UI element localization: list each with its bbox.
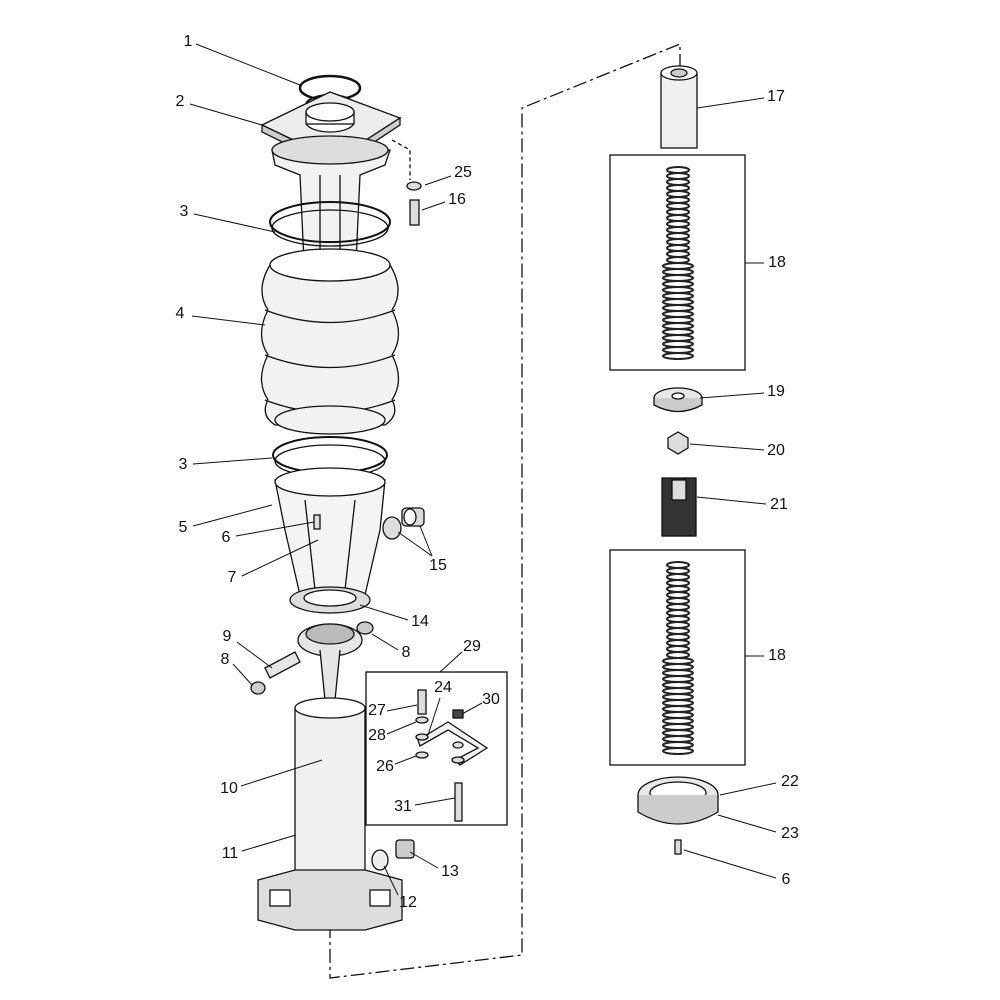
callout-3-upper[interactable]: 3 — [179, 203, 189, 220]
callout-12[interactable]: 12 — [399, 894, 417, 911]
plug-part-8-right — [356, 621, 374, 635]
spring-upper — [662, 166, 694, 360]
callout-8-left[interactable]: 8 — [220, 651, 230, 668]
callout-13[interactable]: 13 — [441, 863, 459, 880]
lower-housing-part-5 — [274, 467, 386, 596]
callout-9[interactable]: 9 — [222, 628, 232, 645]
callout-29[interactable]: 29 — [463, 638, 481, 655]
callout-6-right[interactable]: 6 — [781, 871, 791, 888]
callout-10[interactable]: 10 — [220, 780, 238, 797]
callout-19[interactable]: 19 — [767, 383, 785, 400]
base-flange-part-14 — [289, 586, 371, 614]
nut-part-20 — [667, 431, 689, 455]
callout-25[interactable]: 25 — [454, 164, 472, 181]
screw-part-6-left — [313, 514, 321, 530]
nut-part-30 — [452, 709, 464, 719]
callout-5[interactable]: 5 — [178, 519, 188, 536]
washer-part-12 — [371, 849, 389, 871]
callout-15[interactable]: 15 — [429, 557, 447, 574]
bolt-axis-line — [391, 139, 411, 180]
ring-part-22-23 — [637, 776, 719, 825]
guide-cylinder-part-11 — [257, 697, 403, 931]
washer-part-25 — [406, 181, 422, 191]
clamp-ring-part-3-upper — [269, 201, 391, 247]
spring-plate-part-19 — [653, 387, 703, 413]
callout-3-lower[interactable]: 3 — [178, 456, 188, 473]
plug-part-8-left — [250, 681, 266, 695]
sleeve-part-17 — [660, 65, 698, 149]
callout-23[interactable]: 23 — [781, 825, 799, 842]
bushing-part-21 — [661, 477, 697, 537]
spring-coil — [662, 352, 694, 360]
callout-16[interactable]: 16 — [448, 191, 466, 208]
stud-part-31 — [454, 782, 463, 822]
callout-2[interactable]: 2 — [175, 93, 185, 110]
plug-part-15 — [382, 507, 425, 540]
callout-11[interactable]: 11 — [221, 845, 239, 862]
bracket-kit-box — [365, 671, 508, 826]
callout-20[interactable]: 20 — [767, 442, 785, 459]
callout-27[interactable]: 27 — [368, 702, 386, 719]
callout-4[interactable]: 4 — [175, 305, 185, 322]
bolt-part-16 — [409, 199, 420, 226]
callout-24[interactable]: 24 — [434, 679, 452, 696]
callout-22[interactable]: 22 — [781, 773, 799, 790]
top-plate-part-2 — [260, 91, 402, 169]
callout-18-upper[interactable]: 18 — [768, 254, 786, 271]
callout-26[interactable]: 26 — [376, 758, 394, 775]
pin-part-9 — [264, 651, 301, 679]
callout-21[interactable]: 21 — [770, 496, 788, 513]
bellows-part-4 — [260, 248, 400, 435]
callout-1[interactable]: 1 — [183, 33, 193, 50]
callout-28[interactable]: 28 — [368, 727, 386, 744]
callout-6-left[interactable]: 6 — [221, 529, 231, 546]
bolt-part-27 — [417, 689, 427, 715]
callout-17[interactable]: 17 — [767, 88, 785, 105]
callout-18-lower[interactable]: 18 — [768, 647, 786, 664]
callout-8-right[interactable]: 8 — [401, 644, 411, 661]
assembly-axis-line — [329, 43, 681, 979]
leader-lines — [189, 43, 777, 896]
callout-14[interactable]: 14 — [411, 613, 429, 630]
spring-lower — [662, 561, 694, 755]
callout-30[interactable]: 30 — [482, 691, 500, 708]
callout-31[interactable]: 31 — [394, 798, 412, 815]
plug-part-13 — [395, 839, 415, 859]
washers-kit — [415, 716, 465, 764]
screw-part-6-right — [674, 839, 682, 855]
spring-coil — [662, 747, 694, 755]
callout-7[interactable]: 7 — [227, 569, 237, 586]
spring-kit-box-lower — [609, 549, 746, 766]
